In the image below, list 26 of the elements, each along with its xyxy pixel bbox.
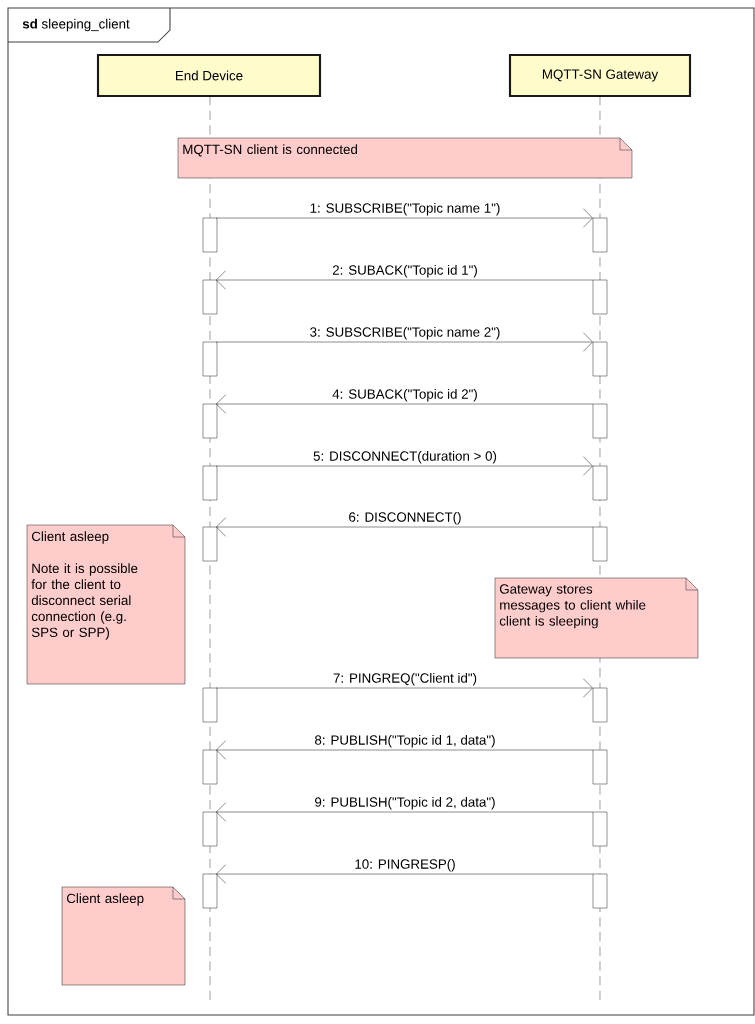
edge-label: 7: PINGREQ("Client id") — [331, 671, 479, 687]
edge-label: 9: PUBLISH("Topic id 2, data") — [313, 795, 497, 811]
message-arrow — [216, 517, 594, 537]
edge-label: 4: SUBACK("Topic id 2") — [330, 387, 480, 403]
message-arrow — [216, 864, 594, 884]
edge-label: 8: PUBLISH("Topic id 1, data") — [313, 733, 497, 749]
edge-label: 1: SUBSCRIBE("Topic name 1") — [308, 201, 502, 217]
message-arrow — [216, 394, 594, 414]
note: Gateway stores messages to client while client is sleeping — [494, 577, 699, 659]
message-arrow — [215, 332, 593, 352]
message-arrow — [215, 678, 593, 698]
note: MQTT-SN client is connected — [177, 137, 633, 179]
edge-label: 5: DISCONNECT(duration > 0) — [311, 449, 499, 465]
note: Client asleep — [61, 886, 186, 986]
edge-label: 10: PINGRESP() — [353, 857, 457, 873]
note: Client asleep Note it is possible for the client to disconnect serial connection (e.g. SPS or SPP) — [26, 524, 186, 685]
participant-box: MQTT-SN Gateway — [508, 53, 692, 98]
edge-label: 3: SUBSCRIBE("Topic name 2") — [308, 325, 502, 341]
message-arrow — [215, 208, 593, 228]
message-arrow — [216, 802, 594, 822]
message-arrow — [216, 270, 594, 290]
message-arrow — [216, 740, 594, 760]
edge-label: 2: SUBACK("Topic id 1") — [330, 263, 480, 279]
message-arrow — [215, 456, 593, 476]
edge-label: 6: DISCONNECT() — [347, 510, 463, 526]
participant-box: End Device — [96, 53, 322, 98]
